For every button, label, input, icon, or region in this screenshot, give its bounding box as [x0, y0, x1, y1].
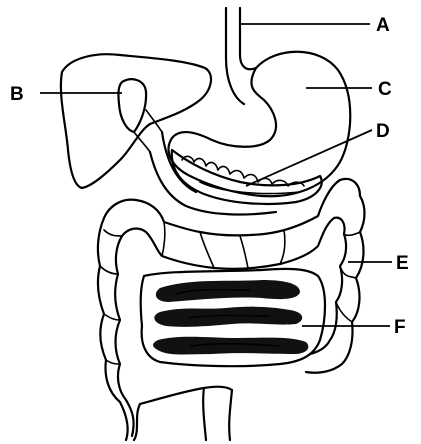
label-b: B	[10, 84, 24, 105]
small-intestine-shape	[141, 269, 325, 366]
leader-d	[246, 130, 372, 186]
esophagus-shape	[226, 8, 256, 104]
stomach-shape	[169, 52, 351, 196]
label-f: F	[394, 317, 406, 338]
liver-shape	[61, 54, 211, 188]
label-a: A	[376, 15, 390, 36]
label-e: E	[396, 253, 409, 274]
label-d: D	[376, 121, 390, 142]
label-c: C	[378, 79, 392, 100]
